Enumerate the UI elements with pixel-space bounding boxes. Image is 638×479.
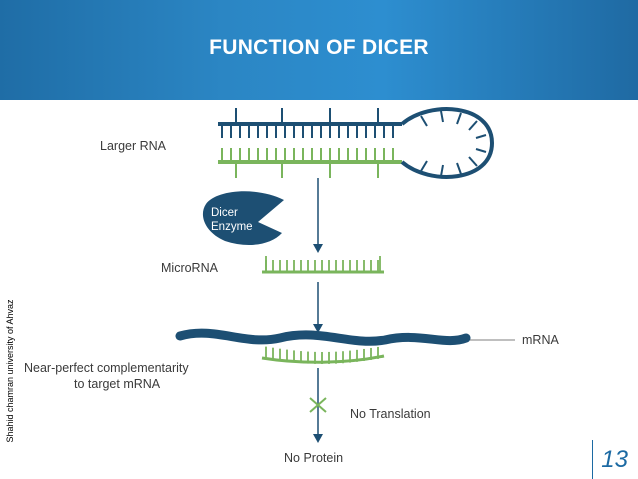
label-complementarity-2: to target mRNA (74, 377, 161, 391)
arrow-1-head (313, 244, 323, 253)
page-number: 13 (601, 446, 628, 473)
larger-rna-hairpin (218, 107, 495, 179)
block-x-mark (309, 397, 327, 413)
navy-strand-ticks (221, 108, 394, 138)
green-strand-ticks (221, 148, 394, 178)
page-number-divider (592, 440, 638, 479)
label-complementarity-1: Near-perfect complementarity (24, 361, 189, 375)
dicer-label-line2: Enzyme (211, 221, 253, 233)
label-microrna: MicroRNA (161, 261, 219, 275)
label-no-translation: No Translation (350, 407, 431, 421)
slide-title: FUNCTION OF DICER (209, 36, 429, 59)
title-banner: FUNCTION OF DICER (0, 0, 638, 100)
bound-microrna-ticks (265, 346, 379, 364)
mrna-strand (175, 328, 471, 346)
label-no-protein: No Protein (284, 451, 343, 465)
arrow-3-head (313, 434, 323, 443)
loop-ticks (420, 110, 487, 177)
bound-microrna (261, 346, 385, 364)
label-mrna: mRNA (522, 333, 559, 347)
dicer-label-line1: Dicer (211, 207, 238, 219)
hairpin-loop (400, 107, 495, 179)
arrow-2-head (313, 324, 323, 333)
label-larger-rna: Larger RNA (100, 139, 167, 153)
microrna-ticks (265, 256, 381, 272)
microrna-fragment (262, 256, 384, 274)
dicer-enzyme-shape (202, 191, 284, 245)
